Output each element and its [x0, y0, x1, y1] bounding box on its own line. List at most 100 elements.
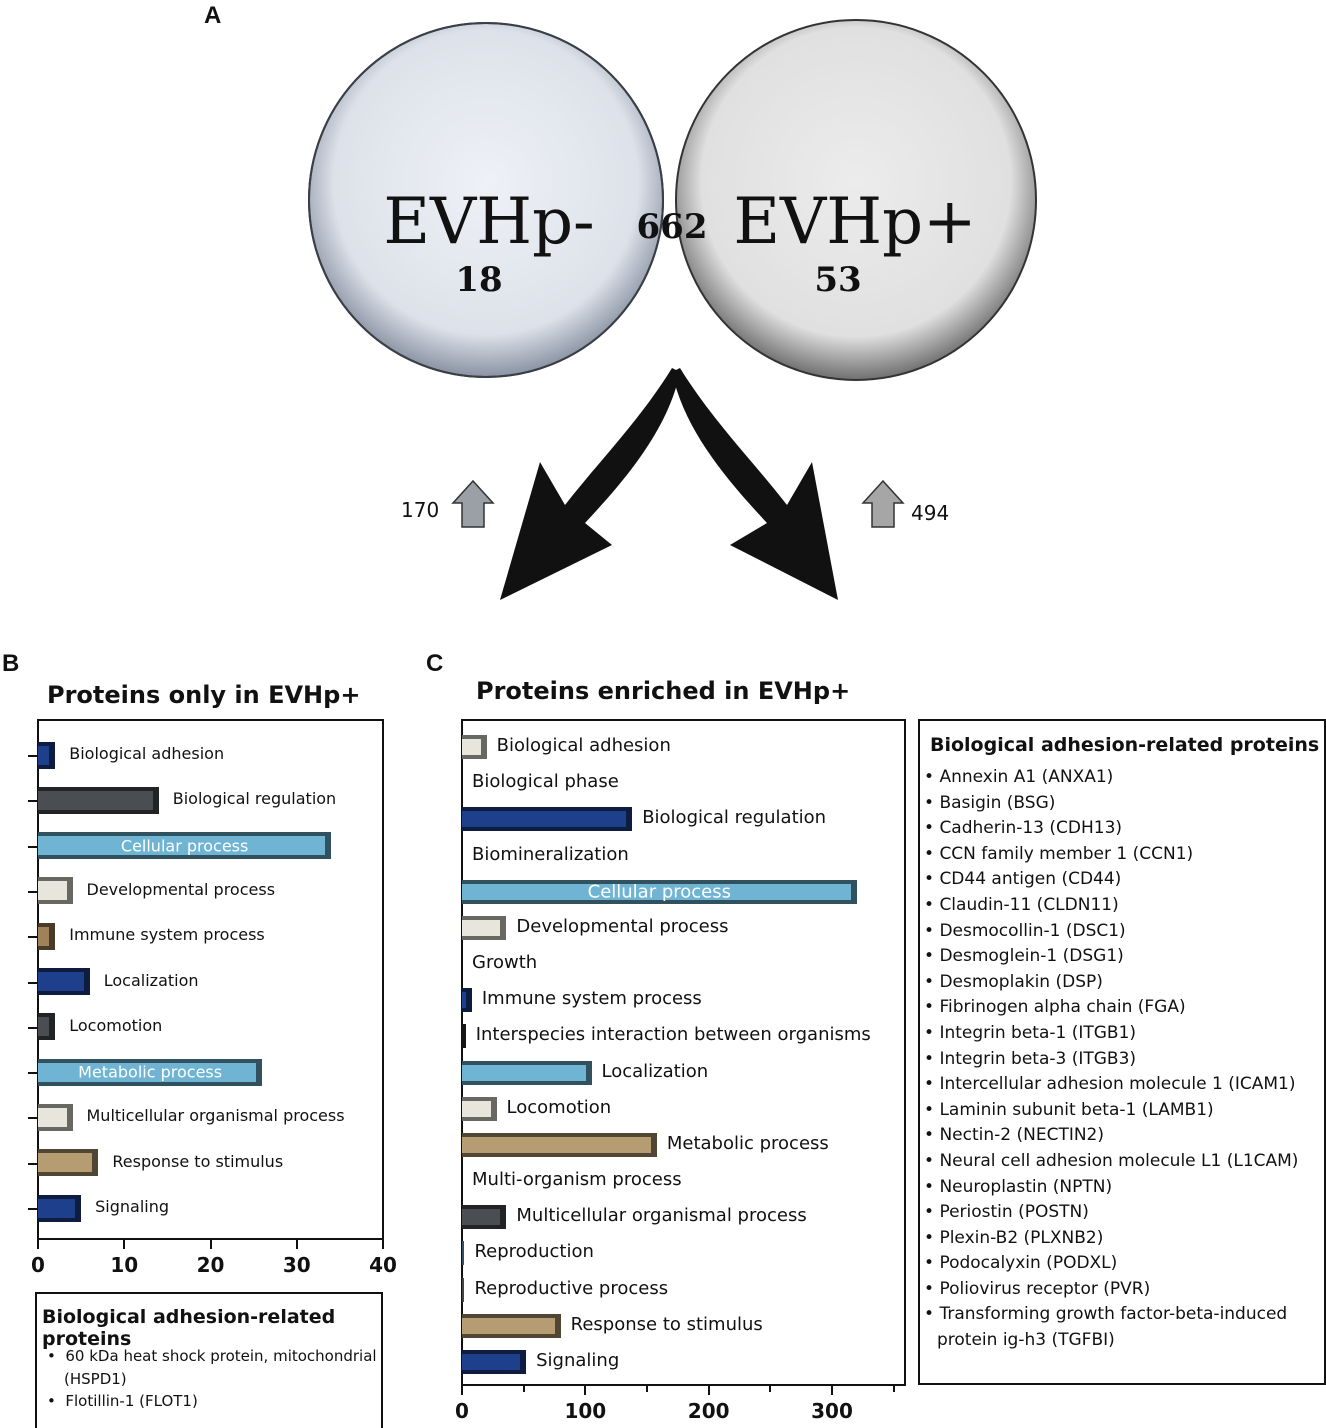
bar: [462, 879, 857, 904]
box-b-item: • Flotillin-1 (FLOT1): [47, 1392, 198, 1410]
box-c-item: • Desmoglein-1 (DSG1): [924, 946, 1124, 967]
x-tick: [123, 1240, 126, 1249]
x-tick: [209, 1240, 212, 1249]
y-tick: [28, 1072, 38, 1075]
x-minor-tick: [461, 1386, 463, 1392]
up-arrow-right: [861, 479, 905, 528]
bar: [462, 1024, 466, 1049]
box-b-item: • 60 kDa heat shock protein, mitochondri…: [47, 1347, 377, 1365]
category-label: Reproduction: [474, 1241, 594, 1263]
bar: [38, 1058, 263, 1086]
box-b: Biological adhesion-related proteins • 6…: [35, 1292, 383, 1428]
box-c-item: • Poliovirus receptor (PVR): [924, 1278, 1151, 1299]
category-label: Locomotion: [69, 1015, 163, 1035]
bar: [38, 1149, 99, 1177]
box-c-item: • Plexin-B2 (PLXNB2): [924, 1227, 1104, 1248]
up-count-right: 494: [911, 501, 950, 525]
box-c-item: • Intercellular adhesion molecule 1 (ICA…: [924, 1074, 1296, 1095]
x-tick: [37, 1240, 39, 1249]
box-c-item: • Neural cell adhesion molecule L1 (L1CA…: [924, 1150, 1299, 1171]
bar: [462, 1205, 507, 1230]
bar: [462, 1132, 657, 1157]
category-label: Reproductive process: [474, 1277, 669, 1299]
box-c-item: • Nectin-2 (NECTIN2): [924, 1125, 1105, 1146]
box-c-item: • Podocalyxin (PODXL): [924, 1253, 1118, 1274]
y-tick: [28, 1162, 38, 1165]
bar: [462, 1241, 465, 1266]
category-label: Localization: [601, 1060, 709, 1082]
y-tick: [28, 755, 38, 757]
category-label: Multicellular organismal process: [86, 1106, 345, 1126]
x-tick-label: 40: [369, 1253, 397, 1277]
venn-right-count: 53: [814, 260, 862, 300]
chart-b-title: Proteins only in EVHp+: [47, 681, 361, 709]
venn-left-count: 18: [455, 260, 503, 300]
y-tick: [28, 800, 38, 803]
x-tick-label: 20: [196, 1253, 225, 1277]
box-c-item: • Periostin (POSTN): [924, 1202, 1089, 1223]
x-minor-tick: [646, 1386, 648, 1392]
right-curved-arrow: [672, 368, 838, 600]
category-label: Interspecies interaction between organis…: [475, 1024, 871, 1046]
bar: [38, 968, 90, 995]
box-b-list: • 60 kDa heat shock protein, mitochondri…: [47, 1345, 377, 1413]
x-minor-tick: [707, 1386, 710, 1392]
box-c-title: Biological adhesion-related proteins: [930, 734, 1320, 756]
x-tick-label: 100: [564, 1399, 607, 1423]
box-c-item: • Fibrinogen alpha chain (FGA): [924, 997, 1186, 1018]
bar: [38, 877, 73, 905]
box-c: Biological adhesion-related proteins • A…: [918, 719, 1326, 1385]
category-label: Biological phase: [472, 770, 619, 792]
x-minor-tick: [522, 1386, 525, 1392]
x-minor-tick: [831, 1386, 833, 1392]
category-label: Biological adhesion: [496, 734, 671, 756]
category-label: Signaling: [95, 1196, 170, 1216]
up-count-left: 170: [401, 498, 440, 522]
category-label: Multicellular organismal process: [516, 1205, 807, 1227]
panel-b-label: B: [2, 650, 20, 677]
venn-right-label: EVHp+: [733, 185, 977, 259]
bar: [462, 1096, 497, 1121]
box-c-item: • CCN family member 1 (CCN1): [924, 843, 1194, 864]
bar: [38, 741, 56, 769]
bar: [462, 735, 487, 759]
bar: [462, 1277, 465, 1302]
box-c-list: • Annexin A1 (ANXA1)• Basigin (BSG)• Cad…: [924, 765, 1298, 1354]
venn-overlap-count: 662: [636, 207, 708, 247]
left-curved-arrow: [500, 368, 680, 600]
category-label: Locomotion: [506, 1096, 612, 1118]
up-arrow-left: [451, 479, 495, 528]
bar: [462, 807, 633, 832]
x-tick-label: 300: [811, 1399, 853, 1423]
y-tick: [28, 845, 38, 848]
x-tick-label: 200: [687, 1399, 730, 1423]
bar: [462, 988, 472, 1013]
category-label: Response to stimulus: [112, 1151, 284, 1171]
y-tick: [28, 890, 38, 893]
y-tick: [28, 1117, 38, 1120]
category-label: Response to stimulus: [570, 1313, 763, 1335]
x-tick-label: 0: [455, 1399, 469, 1423]
box-c-item: • Basigin (BSG): [924, 792, 1056, 813]
y-tick: [28, 1208, 38, 1210]
box-c-item: protein ig-h3 (TGFBI): [937, 1330, 1115, 1351]
chart-c-frame: [461, 719, 906, 1386]
box-c-item: • Neuroplastin (NPTN): [924, 1176, 1113, 1197]
bar: [462, 915, 507, 940]
x-tick-label: 10: [110, 1253, 139, 1277]
box-c-item: • Desmocollin-1 (DSC1): [924, 920, 1126, 941]
box-c-item: • Cadherin-13 (CDH13): [924, 818, 1123, 839]
box-c-item: • Claudin-11 (CLDN11): [924, 894, 1119, 915]
x-tick-label: 0: [31, 1253, 45, 1277]
panel-c-label: C: [426, 650, 444, 677]
y-tick: [28, 936, 38, 939]
bar: [38, 786, 159, 814]
bar: [462, 1350, 527, 1374]
category-label: Biological regulation: [642, 807, 827, 829]
category-label: Multi-organism process: [472, 1168, 682, 1190]
category-label: Localization: [103, 970, 199, 990]
category-label: Signaling: [536, 1349, 620, 1371]
bar: [38, 832, 332, 860]
bar: [38, 1013, 56, 1041]
x-tick: [295, 1240, 298, 1249]
